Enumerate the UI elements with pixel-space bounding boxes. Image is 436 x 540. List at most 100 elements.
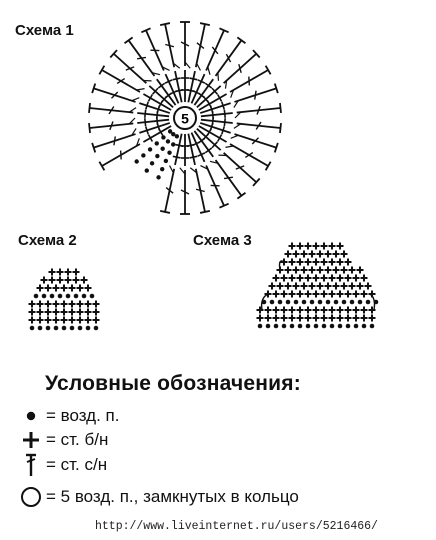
- ray-inner-stitch: [193, 130, 214, 158]
- ray-top-bar: [141, 27, 151, 34]
- ray-top-bar: [123, 36, 134, 45]
- ray-slash: [136, 56, 147, 60]
- ray-connector: [189, 167, 198, 174]
- legend-item-ring: = 5 возд. п., замкнутых в кольцо: [18, 486, 299, 508]
- ray-connector: [207, 66, 211, 75]
- legend-item-chain: = возд. п.: [18, 406, 119, 426]
- chain-dot: [167, 150, 172, 155]
- ray-top-bar: [199, 22, 211, 27]
- ray-connector: [179, 167, 186, 175]
- chain-dot: [160, 166, 165, 172]
- ray-slash: [223, 176, 234, 180]
- ray-top-bar: [252, 49, 261, 59]
- ray-cross-bar: [204, 147, 213, 154]
- ray-cross-bar: [157, 82, 166, 89]
- chain-dot: [361, 323, 367, 329]
- legend-title: Условные обозначения:: [45, 372, 301, 395]
- ray-cross-bar: [211, 87, 218, 95]
- ray-inner-stitch: [200, 118, 233, 124]
- chain-dot: [154, 141, 159, 146]
- ray-slash: [235, 165, 245, 170]
- ray-cross-bar: [216, 134, 223, 142]
- ray-slash: [108, 106, 115, 115]
- ray-inner-stitch: [139, 102, 171, 114]
- chain-dot: [325, 299, 331, 305]
- ray-connector: [161, 66, 170, 71]
- ray-slash: [238, 63, 242, 73]
- chain-dot: [134, 159, 139, 164]
- chain-dot: [81, 293, 87, 299]
- ray-top-bar: [98, 161, 106, 171]
- ray-inner-stitch: [187, 133, 196, 166]
- chain-dot: [257, 323, 263, 329]
- chain-dot: [57, 293, 63, 299]
- ray-connector: [196, 62, 201, 71]
- chain-dot: [93, 325, 99, 331]
- chain-dot: [285, 299, 291, 305]
- chain-dot: [313, 323, 319, 329]
- chain-dot: [156, 175, 161, 180]
- scheme-2-label: Схема 2: [18, 232, 77, 249]
- ray-connector: [230, 89, 235, 98]
- ray-connector: [224, 80, 228, 89]
- ray-connector: [128, 117, 136, 125]
- ray-inner-stitch: [198, 93, 228, 111]
- chain-dot: [45, 325, 51, 331]
- chain-dot: [77, 325, 83, 331]
- ray-cross-bar: [144, 101, 149, 110]
- edge-arch: [260, 293, 269, 311]
- ray-cross-bar: [144, 118, 147, 127]
- ray-slash: [244, 151, 254, 159]
- ray-top-bar: [279, 122, 282, 134]
- ray-inner-stitch: [174, 70, 183, 103]
- ray-slash: [196, 42, 205, 49]
- ray-slash: [256, 105, 261, 115]
- chain-dot-icon: [18, 410, 44, 422]
- ray-slash: [255, 121, 262, 130]
- chain-dot: [89, 293, 95, 299]
- ray-connector: [209, 160, 219, 164]
- ray-inner-stitch: [187, 70, 196, 103]
- center-number: 5: [181, 111, 189, 127]
- scheme-1-rays: [88, 21, 282, 215]
- ray-top-bar: [264, 161, 272, 171]
- chain-dot: [269, 299, 275, 305]
- ray-inner-stitch: [148, 85, 174, 108]
- chain-dot: [171, 131, 176, 137]
- ray-top-bar: [252, 177, 261, 187]
- ray-slash: [211, 46, 219, 55]
- ray-slash: [180, 189, 190, 195]
- chain-dot: [341, 299, 347, 305]
- ray-slash: [119, 150, 122, 160]
- chain-dot: [167, 129, 173, 134]
- ray-cross-bar: [144, 126, 149, 135]
- ray-cross-bar: [197, 79, 206, 84]
- ray-top-bar: [273, 142, 279, 153]
- chain-dot: [353, 323, 359, 329]
- ray-top-bar: [159, 22, 171, 27]
- legend-item-double-crochet: = ст. с/н: [18, 452, 107, 478]
- ray-slash: [254, 90, 257, 100]
- center-ring-icon: [173, 106, 197, 130]
- ray-cross-bar: [175, 88, 184, 93]
- chain-dot: [273, 323, 279, 329]
- ray-cross-bar: [221, 101, 226, 110]
- ray-cross-bar: [189, 155, 198, 159]
- ray-connector: [234, 111, 242, 119]
- ray-cross-bar: [223, 109, 226, 118]
- ray-connector: [230, 134, 239, 139]
- chain-dot: [289, 323, 295, 329]
- ray-slash: [195, 188, 205, 193]
- ray-inner-stitch: [137, 112, 170, 118]
- ray-slash: [116, 77, 126, 85]
- single-crochet-cross-icon: [18, 430, 44, 450]
- chain-dot: [365, 299, 371, 305]
- ray-inner-stitch: [142, 93, 172, 111]
- ray-connector: [135, 138, 140, 147]
- legend-item-double-crochet-text: = ст. с/н: [46, 455, 108, 474]
- chain-dot: [369, 323, 375, 329]
- ray-inner-stitch: [196, 128, 222, 151]
- ray-inner-stitch: [139, 122, 171, 134]
- chain-dot: [149, 161, 155, 166]
- ray-top-bar: [236, 36, 247, 45]
